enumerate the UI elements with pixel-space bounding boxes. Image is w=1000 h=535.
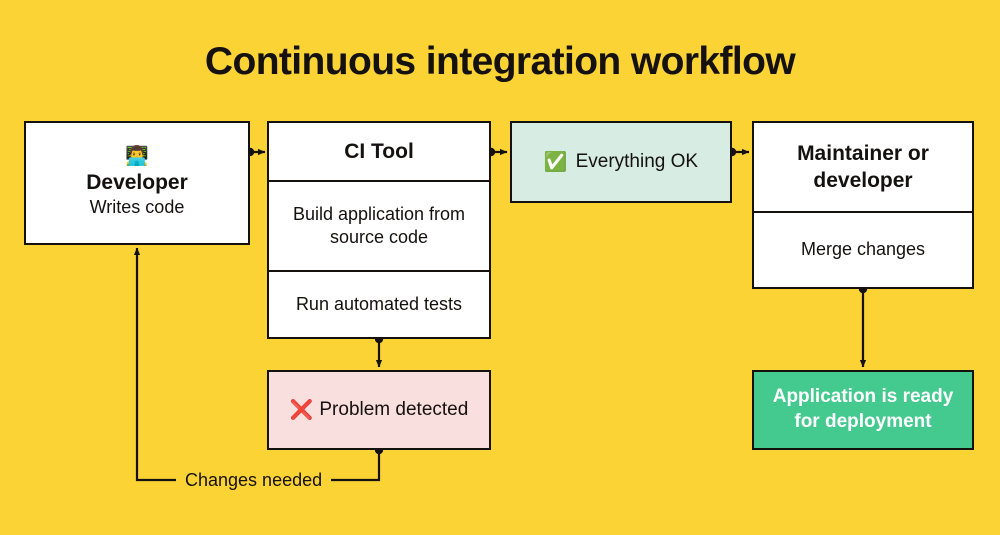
cross-mark-icon: ❌: [289, 399, 314, 421]
everything-ok-body: ✅ Everything OK: [512, 123, 730, 201]
check-mark-button-icon: ✅: [543, 151, 568, 173]
ci-tool-step-build: Build application from source code: [269, 180, 489, 270]
ci-tool-step-test: Run automated tests: [269, 270, 489, 337]
deployment-ready-label: Application is ready for deployment: [772, 386, 954, 432]
node-ci-tool[interactable]: CI Tool Build application from source co…: [267, 121, 491, 339]
node-developer[interactable]: 👨‍💻 Developer Writes code: [24, 121, 250, 245]
maintainer-action: Merge changes: [754, 211, 972, 287]
maintainer-header: Maintainer or developer: [797, 141, 929, 192]
edge-ci-tool-to-problem-detected: [374, 334, 384, 368]
technologist-icon: 👨‍💻: [125, 145, 149, 167]
problem-detected-label: Problem detected: [319, 398, 469, 420]
node-problem-detected[interactable]: ❌ Problem detected: [267, 370, 491, 450]
node-maintainer[interactable]: Maintainer or developer Merge changes: [752, 121, 974, 289]
developer-subtitle: Writes code: [89, 196, 185, 217]
developer-title: Developer: [86, 170, 188, 194]
page-title: Continuous integration workflow: [204, 40, 796, 83]
everything-ok-label: Everything OK: [575, 150, 699, 172]
ci-tool-header: CI Tool: [344, 139, 414, 163]
developer-body: 👨‍💻 Developer Writes code: [26, 123, 248, 243]
edge-maintainer-to-deployment-ready: [858, 284, 868, 368]
problem-detected-body: ❌ Problem detected: [269, 372, 489, 448]
node-deployment-ready[interactable]: Application is ready for deployment: [752, 370, 974, 450]
edge-label-changes-needed: Changes needed: [176, 471, 332, 489]
node-everything-ok[interactable]: ✅ Everything OK: [510, 121, 732, 203]
